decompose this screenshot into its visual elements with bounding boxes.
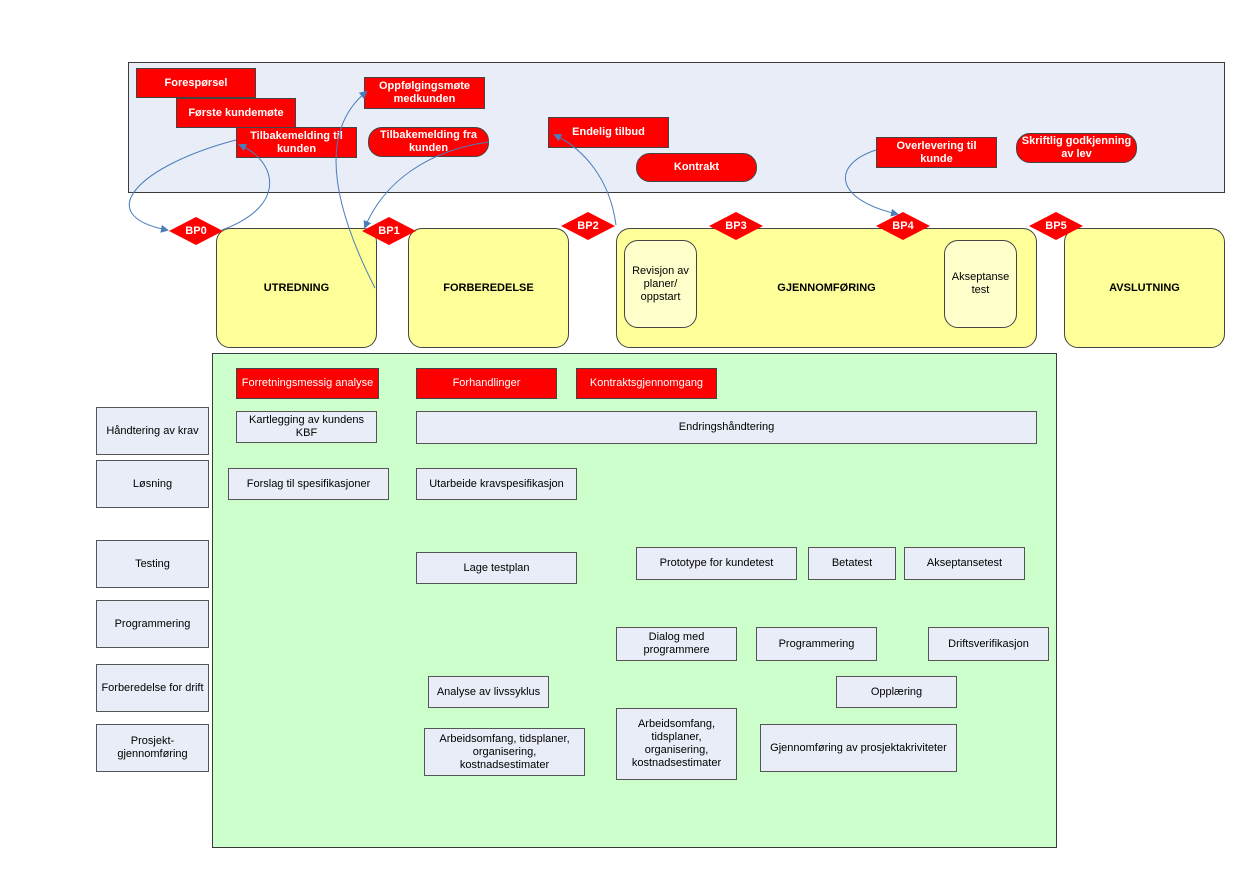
milestone-bp4-label: BP4 (892, 220, 914, 232)
event-kontrakt: Kontrakt (636, 153, 757, 182)
milestone-bp3-label: BP3 (725, 220, 747, 232)
milestone-bp5-label: BP5 (1045, 220, 1067, 232)
task-kontraktsgjennomgang: Kontraktsgjennomgang (576, 368, 717, 399)
lane-handtering-av-krav: Håndtering av krav (96, 407, 209, 455)
task-arbeidsomfang-2: Arbeidsomfang, tidsplaner, organisering,… (616, 708, 737, 780)
phase-forberedelse: FORBEREDELSE (408, 228, 569, 348)
task-gjennomforing-prosjektaktiviteter: Gjennomføring av prosjektakriviteter (760, 724, 957, 772)
milestone-bp3: BP3 (709, 212, 763, 240)
lane-forberedelse-drift: Forberedelse for drift (96, 664, 209, 712)
task-utarbeide-krav: Utarbeide kravspesifikasjon (416, 468, 577, 500)
task-arbeidsomfang-1: Arbeidsomfang, tidsplaner, organisering,… (424, 728, 585, 776)
milestone-bp1: BP1 (362, 217, 416, 245)
lane-losning: Løsning (96, 460, 209, 508)
task-akseptansetest: Akseptansetest (904, 547, 1025, 580)
event-skriftlig-godkjenning: Skriftlig godkjenning av lev (1016, 133, 1137, 163)
task-endringshandtering: Endringshåndtering (416, 411, 1037, 444)
milestone-bp0: BP0 (169, 217, 223, 245)
lane-testing: Testing (96, 540, 209, 588)
task-programmering: Programmering (756, 627, 877, 661)
task-prototype: Prototype for kundetest (636, 547, 797, 580)
subphase-revisjon: Revisjon av planer/ oppstart (624, 240, 697, 328)
task-opplaering: Opplæring (836, 676, 957, 708)
task-kartlegging: Kartlegging av kundens KBF (236, 411, 377, 443)
task-forslag-spesifikasjoner: Forslag til spesifikasjoner (228, 468, 389, 500)
phase-utredning: UTREDNING (216, 228, 377, 348)
milestone-bp1-label: BP1 (378, 225, 400, 237)
lane-prosjektgjennomforing: Prosjekt-gjennomføring (96, 724, 209, 772)
task-betatest: Betatest (808, 547, 896, 580)
task-analyse-livssyklus: Analyse av livssyklus (428, 676, 549, 708)
subphase-akseptanse: Akseptanse test (944, 240, 1017, 328)
milestone-bp5: BP5 (1029, 212, 1083, 240)
lane-programmering: Programmering (96, 600, 209, 648)
event-forste-kundemote: Første kundemøte (176, 98, 296, 128)
event-endelig-tilbud: Endelig tilbud (548, 117, 669, 148)
milestone-bp2-label: BP2 (577, 220, 599, 232)
event-oppfolgingsmote: Oppfølgingsmøte medkunden (364, 77, 485, 109)
event-tilbakemelding-til-kunden: Tilbakemelding til kunden (236, 127, 357, 158)
milestone-bp2: BP2 (561, 212, 615, 240)
task-dialog-programmere: Dialog med programmere (616, 627, 737, 661)
task-forretningsmessig-analyse: Forretningsmessig analyse (236, 368, 379, 399)
event-overlevering: Overlevering til kunde (876, 137, 997, 168)
task-forhandlinger: Forhandlinger (416, 368, 557, 399)
phase-avslutning: AVSLUTNING (1064, 228, 1225, 348)
milestone-bp4: BP4 (876, 212, 930, 240)
task-lage-testplan: Lage testplan (416, 552, 577, 584)
milestone-bp0-label: BP0 (185, 225, 207, 237)
task-driftsverifikasjon: Driftsverifikasjon (928, 627, 1049, 661)
event-tilbakemelding-fra-kunden: Tilbakemelding fra kunden (368, 127, 489, 157)
event-foresporsel: Forespørsel (136, 68, 256, 98)
